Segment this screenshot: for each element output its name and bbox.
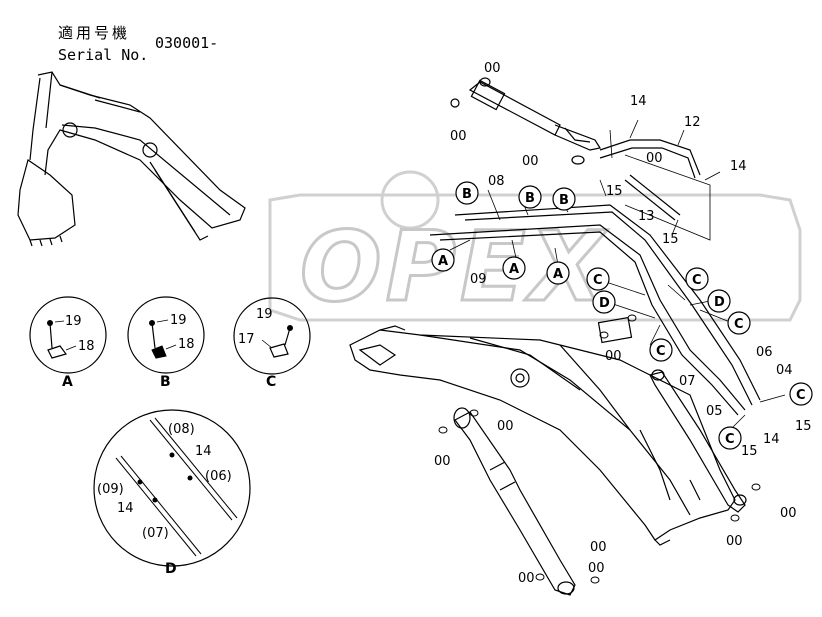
callout-00: 00 bbox=[522, 154, 539, 169]
callout-14: 14 bbox=[730, 159, 747, 174]
detail-a-label: A bbox=[62, 374, 73, 390]
boom-cylinder bbox=[453, 407, 576, 596]
detail-a-callout-18: 18 bbox=[78, 339, 95, 354]
arm-cylinder bbox=[450, 77, 601, 165]
callout-08: 08 bbox=[488, 174, 505, 189]
svg-text:C: C bbox=[593, 273, 603, 288]
callout-00: 00 bbox=[590, 540, 607, 555]
detail-d-callout-06: (06) bbox=[205, 469, 232, 484]
callout-14: 14 bbox=[630, 94, 647, 109]
bubble-c: C bbox=[727, 311, 751, 335]
boom-body bbox=[349, 316, 736, 546]
detail-d-callout-07: (07) bbox=[142, 526, 169, 541]
bubble-c: C bbox=[789, 382, 813, 406]
detail-c-label: C bbox=[266, 374, 276, 390]
bubble-c: C bbox=[718, 426, 742, 450]
svg-text:B: B bbox=[462, 187, 472, 202]
callout-15: 15 bbox=[741, 444, 758, 459]
bubble-c: C bbox=[649, 338, 673, 362]
bubble-c: C bbox=[586, 267, 610, 291]
callout-05: 05 bbox=[706, 404, 723, 419]
detail-d-callout-09: (09) bbox=[97, 482, 124, 497]
callout-14: 14 bbox=[763, 432, 780, 447]
callout-00: 00 bbox=[780, 506, 797, 521]
callout-00: 00 bbox=[646, 151, 663, 166]
detail-a: 19 18 A bbox=[29, 296, 107, 390]
svg-text:C: C bbox=[692, 273, 702, 288]
callout-04: 04 bbox=[776, 363, 793, 378]
callout-15: 15 bbox=[662, 232, 679, 247]
callout-00: 00 bbox=[605, 349, 622, 364]
serial-label: Serial No. bbox=[58, 46, 149, 64]
detail-b-callout-18: 18 bbox=[178, 337, 195, 352]
bubble-b: B bbox=[518, 185, 542, 209]
bubble-b: B bbox=[455, 181, 479, 205]
detail-b: 19 18 B bbox=[127, 296, 205, 390]
detail-reference-bubbles: B B B A A A C C D D C C C C bbox=[431, 181, 813, 450]
boom-cylinder-right bbox=[649, 369, 747, 513]
svg-text:D: D bbox=[714, 295, 725, 310]
detail-c: 19 17 C bbox=[233, 297, 311, 390]
svg-text:A: A bbox=[438, 254, 448, 269]
callout-00: 00 bbox=[484, 61, 501, 76]
svg-text:C: C bbox=[725, 432, 735, 447]
svg-text:B: B bbox=[559, 193, 569, 208]
detail-d-callout-08: (08) bbox=[168, 422, 195, 437]
svg-text:C: C bbox=[796, 388, 806, 403]
callout-00: 00 bbox=[518, 571, 535, 586]
bubble-d: D bbox=[707, 289, 731, 313]
svg-text:C: C bbox=[656, 344, 666, 359]
callout-13: 13 bbox=[638, 209, 655, 224]
callout-07: 07 bbox=[679, 374, 696, 389]
bubble-b: B bbox=[552, 187, 576, 211]
o-rings bbox=[438, 314, 761, 584]
callout-00: 00 bbox=[434, 454, 451, 469]
callout-15: 15 bbox=[795, 419, 812, 434]
detail-c-callout-19: 19 bbox=[256, 307, 273, 322]
detail-a-callout-19: 19 bbox=[65, 314, 82, 329]
hose-lines bbox=[429, 139, 761, 416]
bubble-a: A bbox=[546, 261, 570, 285]
detail-b-callout-19: 19 bbox=[170, 313, 187, 328]
serial-value: 030001- bbox=[155, 34, 219, 52]
detail-d-callout-14: 14 bbox=[117, 501, 134, 516]
callout-00: 00 bbox=[450, 129, 467, 144]
callout-12: 12 bbox=[684, 115, 701, 130]
svg-text:B: B bbox=[525, 191, 535, 206]
bubble-a: A bbox=[502, 256, 526, 280]
bubble-a: A bbox=[431, 248, 455, 272]
detail-b-label: B bbox=[160, 374, 171, 390]
applicable-models-label: 適用号機 bbox=[58, 24, 131, 42]
part-callouts: 00 00 00 00 14 12 14 15 13 15 08 09 00 0… bbox=[434, 61, 812, 586]
callout-15: 15 bbox=[606, 184, 623, 199]
svg-text:C: C bbox=[734, 317, 744, 332]
callout-00: 00 bbox=[497, 419, 514, 434]
callout-00: 00 bbox=[726, 534, 743, 549]
detail-d: (08) 14 (06) (09) 14 (07) D bbox=[93, 409, 251, 577]
svg-text:D: D bbox=[599, 296, 610, 311]
callout-06: 06 bbox=[756, 345, 773, 360]
excavator-overview-sketch bbox=[17, 71, 246, 247]
callout-00: 00 bbox=[588, 561, 605, 576]
bubble-d: D bbox=[592, 290, 616, 314]
svg-text:A: A bbox=[553, 267, 563, 282]
bubble-c: C bbox=[685, 267, 709, 291]
detail-c-callout-17: 17 bbox=[238, 332, 255, 347]
svg-text:A: A bbox=[509, 262, 519, 277]
callout-09: 09 bbox=[470, 272, 487, 287]
detail-d-label: D bbox=[165, 561, 177, 577]
detail-d-callout-14: 14 bbox=[195, 444, 212, 459]
